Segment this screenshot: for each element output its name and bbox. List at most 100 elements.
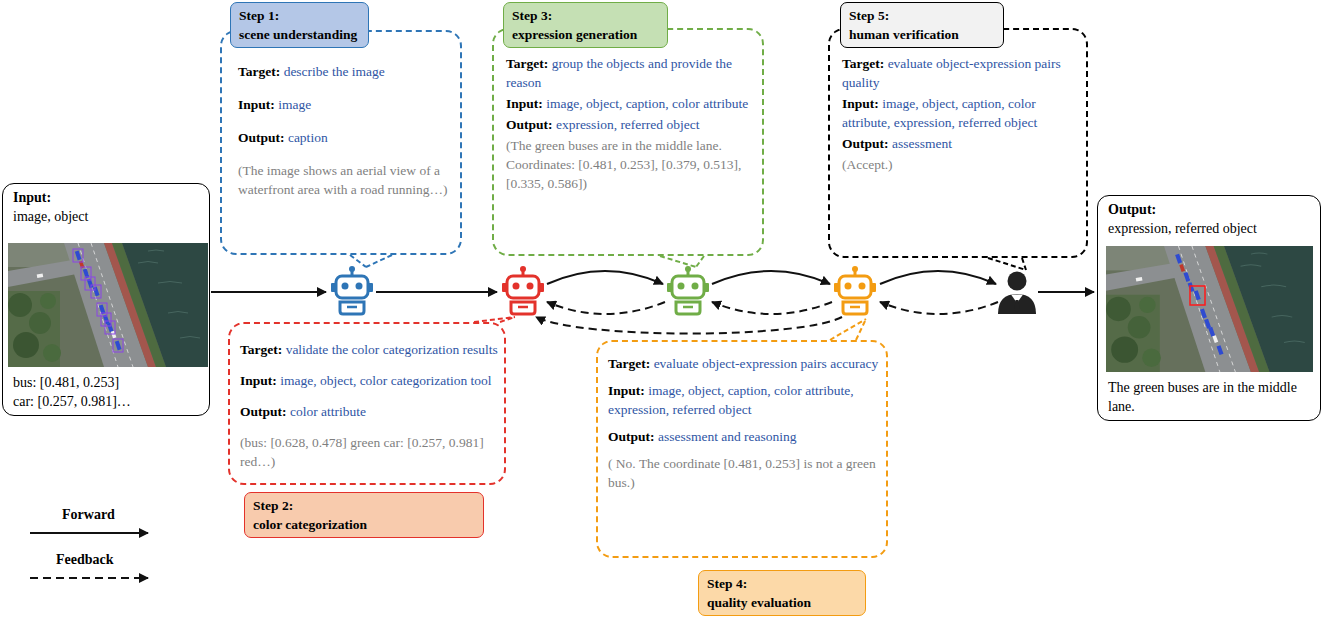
speech-bubble: Target:group the objects and provide the… bbox=[492, 28, 764, 256]
box-text: expression, referred object bbox=[1108, 221, 1257, 236]
object-boxes bbox=[81, 267, 91, 280]
input-photo bbox=[8, 243, 208, 367]
forward-arrow bbox=[211, 291, 326, 293]
step-title-text: Step 3: bbox=[512, 6, 552, 25]
robot-agent bbox=[336, 276, 368, 298]
box-text: car: [0.257, 0.981]… bbox=[13, 394, 131, 409]
field-value: expression, referred object bbox=[556, 117, 700, 132]
step-title-text: quality evaluation bbox=[707, 593, 811, 612]
step-title-text: Step 4: bbox=[707, 574, 747, 593]
human-icon bbox=[998, 272, 1036, 315]
robot-agent bbox=[834, 266, 876, 314]
bubble-tail bbox=[350, 255, 392, 267]
field-label: Input: bbox=[842, 96, 879, 111]
field-label: Output: bbox=[608, 429, 655, 444]
text-row: Step 2: bbox=[253, 496, 475, 515]
robot-agent bbox=[349, 266, 355, 272]
field-label: Output: bbox=[240, 404, 287, 419]
robot-agent bbox=[518, 306, 528, 309]
field-label: Target: bbox=[240, 342, 282, 357]
robot-agent bbox=[340, 302, 364, 314]
field-label: Output: bbox=[842, 136, 889, 151]
robot-agent bbox=[672, 276, 704, 298]
text-row: (The green buses are in the middle lane.… bbox=[506, 136, 754, 193]
field-label: Output: bbox=[506, 117, 553, 132]
human-icon bbox=[1008, 272, 1027, 291]
robot-agent bbox=[839, 276, 871, 298]
forward-arrow bbox=[712, 271, 830, 284]
field-value: image bbox=[278, 97, 311, 112]
speech-bubble: Target:evaluate object-expression pairs … bbox=[596, 340, 888, 558]
robot-agent bbox=[507, 276, 539, 298]
speech-bubble: Target:evaluate object-expression pairs … bbox=[828, 28, 1088, 258]
step-title-text: expression generation bbox=[512, 25, 637, 44]
robot-agent bbox=[852, 266, 858, 272]
robot-agent bbox=[356, 283, 363, 290]
step-title: Step 2:color categorization bbox=[244, 492, 484, 538]
robot-agent bbox=[843, 302, 867, 314]
input-box: Input: image, object bus: [0.481, 0.253] ca… bbox=[2, 183, 210, 416]
text-row: human verification bbox=[849, 25, 995, 44]
text-row: quality evaluation bbox=[707, 593, 857, 612]
bubble-tail bbox=[988, 258, 1026, 270]
field-label: Input: bbox=[238, 97, 275, 112]
step-title: Step 3:expression generation bbox=[503, 2, 668, 48]
step-title-text: Step 1: bbox=[239, 6, 279, 25]
field-label: Target: bbox=[238, 64, 280, 79]
step-title-text: human verification bbox=[849, 25, 959, 44]
text-row: ( No. The coordinate [0.481, 0.253] is n… bbox=[608, 454, 880, 492]
robot-agent bbox=[678, 283, 685, 290]
step-title: Step 1:scene understanding bbox=[230, 2, 369, 48]
text-row: Step 1: bbox=[239, 6, 360, 25]
forward-arrow bbox=[547, 271, 663, 284]
field-value: validate the color categorization result… bbox=[286, 342, 498, 357]
text-row: Output:color attribute bbox=[240, 402, 498, 421]
text-row: (bus: [0.628, 0.478] green car: [0.257, … bbox=[240, 433, 498, 471]
text-row: (The image shows an aerial view of a wat… bbox=[238, 161, 450, 199]
text-row: Input:image, object, caption, color attr… bbox=[506, 94, 754, 113]
text-row: Output:expression, referred object bbox=[506, 115, 754, 134]
field-value: image, object, caption, color attribute,… bbox=[608, 383, 854, 417]
field-value: describe the image bbox=[284, 64, 385, 79]
object-boxes bbox=[97, 303, 107, 316]
forward-arrow bbox=[880, 271, 996, 284]
robot-agent bbox=[692, 283, 699, 290]
text-row: Input: bbox=[13, 188, 201, 207]
robot-agent bbox=[850, 306, 860, 309]
human-icon bbox=[1015, 300, 1020, 313]
object-boxes bbox=[73, 249, 123, 352]
robot-agent bbox=[511, 302, 535, 314]
field-value: image, object, caption, color attribute bbox=[546, 96, 748, 111]
object-boxes bbox=[113, 339, 123, 352]
robot-agent bbox=[342, 283, 349, 290]
text-row: expression generation bbox=[512, 25, 659, 44]
field-value: evaluate object-expression pairs accurac… bbox=[654, 356, 879, 371]
text-row: bus: [0.481, 0.253] bbox=[13, 373, 201, 392]
text-row: Target: validate the color categorization… bbox=[240, 340, 498, 359]
robot-agent bbox=[520, 266, 526, 272]
feedback-arrow bbox=[536, 302, 998, 334]
field-value: image, object, color categorization tool bbox=[280, 373, 491, 388]
text-row: Target:evaluate object-expression pairs … bbox=[842, 54, 1078, 92]
box-text: image, object bbox=[13, 209, 88, 224]
step-title: Step 5:human verification bbox=[840, 2, 1004, 48]
legend-label: Feedback bbox=[56, 550, 114, 569]
field-label: Target: bbox=[506, 56, 548, 71]
text-row: image, object bbox=[13, 207, 201, 226]
text-row: Target:evaluate object-expression pairs … bbox=[608, 354, 880, 373]
robot-agent bbox=[502, 266, 544, 314]
field-label: Input: bbox=[13, 190, 51, 205]
object-boxes bbox=[85, 277, 95, 290]
text-row: Output:caption bbox=[238, 128, 450, 147]
object-boxes bbox=[73, 249, 83, 262]
example-text: (The green buses are in the middle lane.… bbox=[506, 138, 741, 191]
robot-agent bbox=[527, 283, 534, 290]
robot-agent bbox=[845, 283, 852, 290]
text-row: Step 5: bbox=[849, 6, 995, 25]
bubble-tail bbox=[660, 256, 704, 267]
example-text: (Accept.) bbox=[842, 157, 893, 172]
field-value: caption bbox=[288, 130, 328, 145]
step-title-text: scene understanding bbox=[239, 25, 357, 44]
forward-arrow bbox=[376, 291, 497, 293]
example-text: (bus: [0.628, 0.478] green car: [0.257, … bbox=[240, 435, 484, 469]
